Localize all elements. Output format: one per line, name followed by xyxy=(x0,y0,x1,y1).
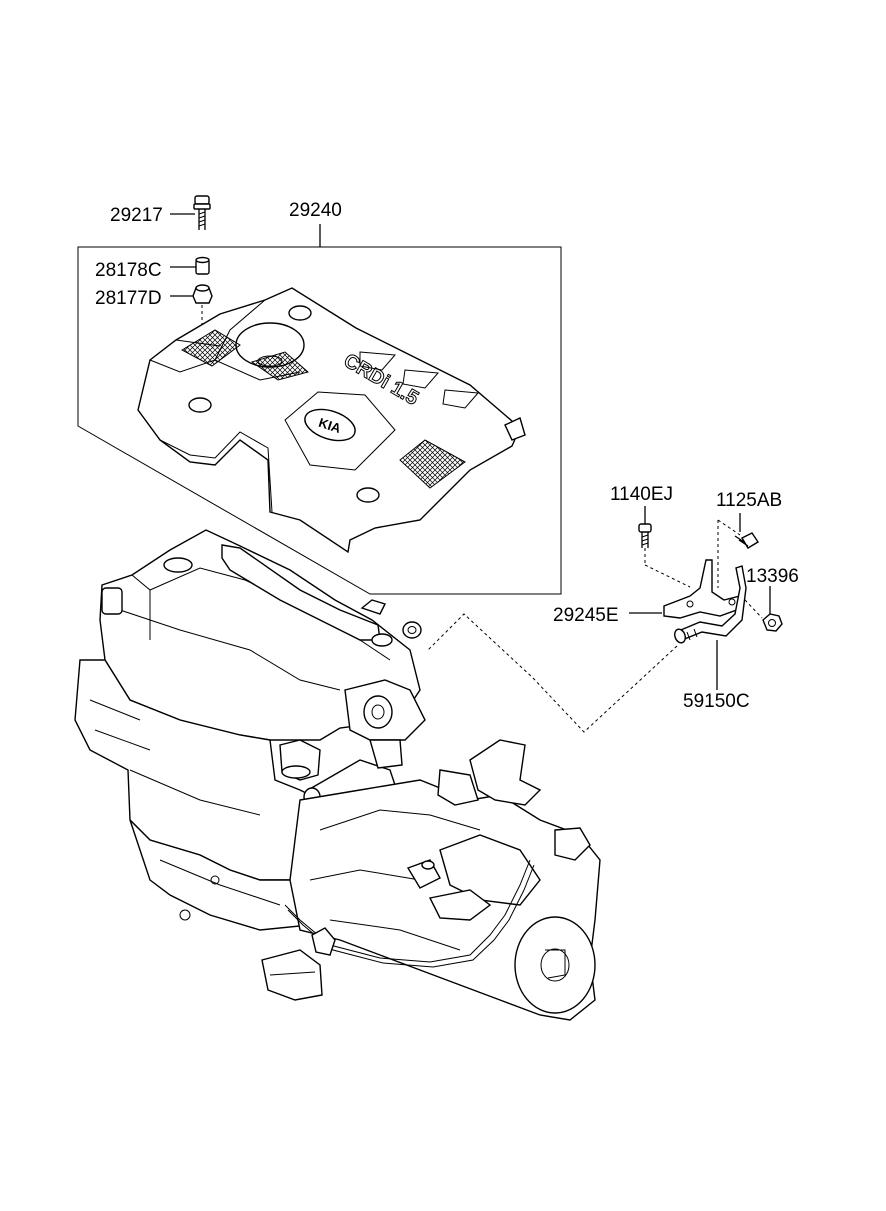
label-29217: 29217 xyxy=(110,205,163,226)
engine-cover-29240: KIA CRDi 1.5 xyxy=(137,287,526,554)
label-59150c: 59150C xyxy=(683,691,750,712)
label-13396: 13396 xyxy=(746,566,799,587)
transmission xyxy=(289,739,601,1021)
label-28178c: 28178C xyxy=(95,260,162,281)
cable xyxy=(284,859,531,963)
bolt-1125ab xyxy=(717,519,759,588)
connection-line xyxy=(427,613,678,733)
label-1140ej: 1140EJ xyxy=(610,484,673,505)
cover-brand-badge: KIA xyxy=(317,415,344,436)
bushing-28178c xyxy=(195,256,210,275)
engine-block xyxy=(74,529,426,1001)
label-1125ab: 1125AB xyxy=(716,490,782,511)
bolt-1140ej xyxy=(638,523,691,588)
bolt-29217 xyxy=(193,195,211,230)
leader-lines xyxy=(170,213,771,690)
bracket-29245e xyxy=(663,559,743,619)
label-29245e: 29245E xyxy=(553,605,619,626)
label-28177d: 28177D xyxy=(95,288,162,309)
cover-assembly-frame xyxy=(77,246,562,595)
label-29240: 29240 xyxy=(289,200,342,221)
hose-59150c xyxy=(674,565,747,644)
nut-13396 xyxy=(744,599,783,632)
sensor xyxy=(311,927,336,956)
